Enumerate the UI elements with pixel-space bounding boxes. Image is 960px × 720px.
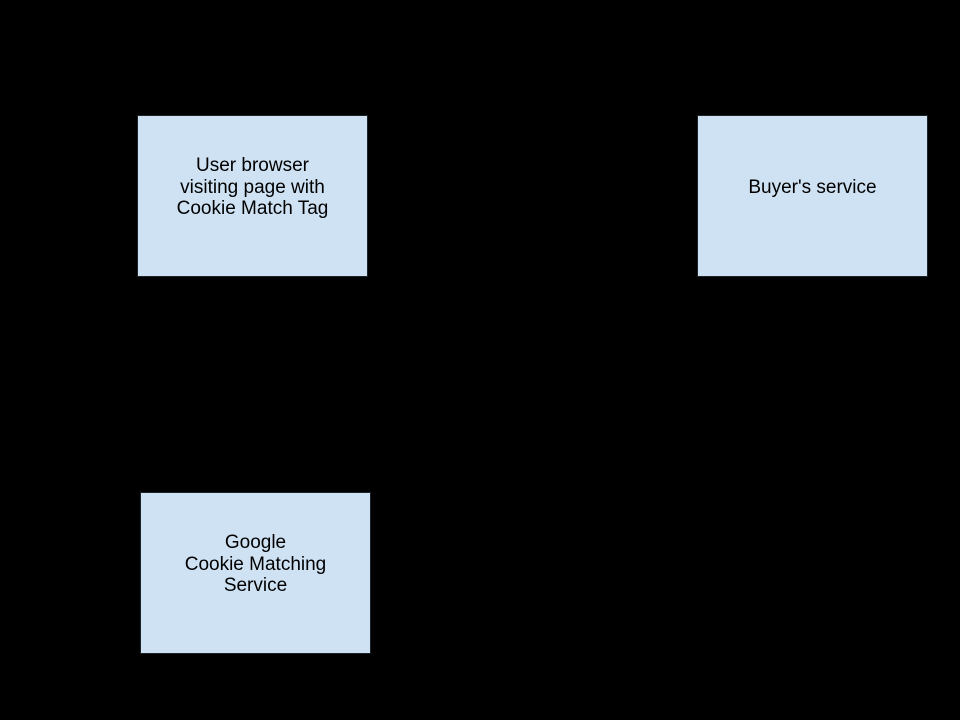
node-google-cms-label: Google Cookie Matching Service [185,532,327,597]
node-buyers-service[interactable]: Buyer's service [697,115,928,277]
label-line: Buyer's service [748,176,877,198]
label-line: Cookie Matching [184,553,327,575]
node-google-cookie-matching-service[interactable]: Google Cookie Matching Service [140,492,371,654]
label-line: Google [224,532,287,554]
node-user-browser-label: User browser visiting page with Cookie M… [177,155,329,220]
label-line: Cookie Match Tag [176,198,329,220]
label-line: User browser [196,155,309,177]
label-line: Service [223,575,288,597]
node-user-browser[interactable]: User browser visiting page with Cookie M… [137,115,368,277]
label-line: visiting page with [180,176,325,198]
node-buyers-service-label: Buyer's service [748,177,876,199]
